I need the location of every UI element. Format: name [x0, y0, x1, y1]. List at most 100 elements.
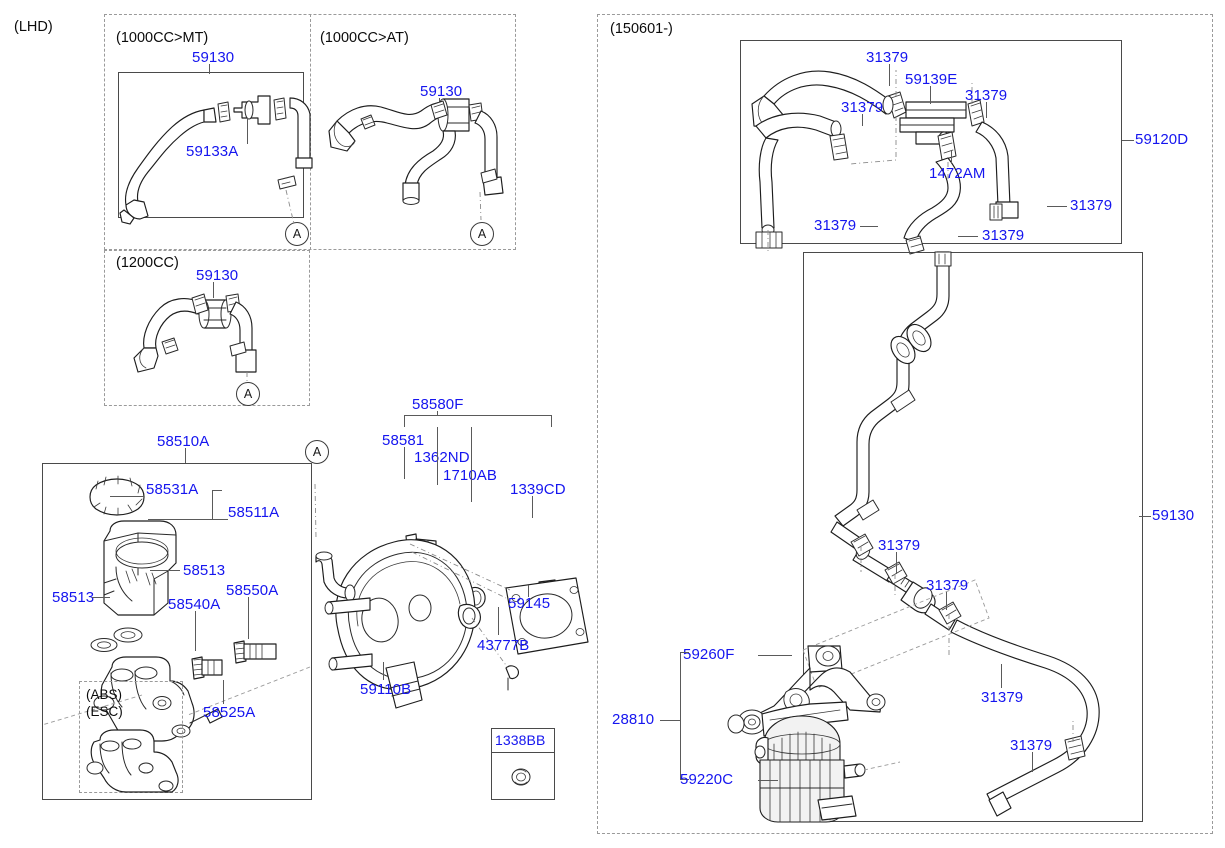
leader-59110B: [383, 662, 384, 680]
leader-58513-left: [92, 597, 110, 598]
part-number-31379-u5[interactable]: 31379: [814, 217, 857, 234]
lower-hose-art: [802, 251, 1100, 817]
leader-1362ND: [437, 427, 438, 485]
variant-frame-1200cc: [104, 250, 310, 406]
part-number-31379-u1[interactable]: 31379: [866, 49, 909, 66]
right-panel-frame: [597, 14, 1213, 834]
upper-hose-art: [751, 70, 1019, 255]
small-part-box: [491, 728, 555, 800]
part-number-1339CD[interactable]: 1339CD: [510, 481, 566, 498]
leader-59130-1200: [213, 282, 214, 298]
ref-marker-a-mt: A: [285, 222, 309, 246]
leader-58531A: [110, 496, 144, 497]
leader-59133A: [247, 118, 248, 144]
leader-31379-l1: [896, 552, 897, 574]
mt1000-hose-art: [119, 95, 313, 225]
ref-marker-a-at: A: [470, 222, 494, 246]
leader-1710AB: [471, 427, 472, 502]
leader-59260F: [758, 655, 792, 656]
right-panel-caption: (150601-): [610, 21, 673, 37]
master-cylinder-art: [41, 475, 311, 742]
booster-ref-leader: [314, 483, 317, 539]
part-number-58550A[interactable]: 58550A: [226, 582, 279, 599]
part-number-43777B[interactable]: 43777B: [477, 637, 530, 654]
part-number-31379-l1[interactable]: 31379: [878, 537, 921, 554]
abs-esc-art: [86, 729, 179, 793]
part-number-31379-l3[interactable]: 31379: [981, 689, 1024, 706]
part-number-31379-u6[interactable]: 31379: [982, 227, 1025, 244]
leader-58581: [404, 447, 405, 479]
leader-59220C: [758, 780, 778, 781]
cc1200-hose-art: [133, 293, 257, 373]
booster-art: [315, 533, 589, 709]
part-number-31379-u2[interactable]: 31379: [965, 87, 1008, 104]
part-number-31379-u3[interactable]: 31379: [841, 99, 884, 116]
leader-59120D: [1122, 140, 1134, 141]
leader-31379-u1: [889, 64, 890, 86]
part-number-59145[interactable]: 59145: [508, 595, 551, 612]
leader-59139E: [930, 86, 931, 104]
leader-31379-l4: [1032, 752, 1033, 772]
leader-31379-u4: [1047, 206, 1067, 207]
ref-marker-a-1200: A: [236, 382, 260, 406]
lower-hose-box: [803, 252, 1143, 822]
leader-58525A: [223, 680, 224, 704]
leader-28810: [660, 720, 680, 721]
esc-label: (ESC): [86, 704, 123, 719]
leader-31379-l2: [946, 592, 947, 610]
part-number-58510A[interactable]: 58510A: [157, 433, 210, 450]
part-number-1472AM[interactable]: 1472AM: [929, 165, 986, 182]
vacuum-pump-art: [727, 645, 901, 823]
part-number-58581[interactable]: 58581: [382, 432, 425, 449]
part-number-59220C[interactable]: 59220C: [680, 771, 734, 788]
master-cylinder-box: [42, 463, 312, 800]
leader-43777B: [498, 607, 499, 635]
variant-caption-at1000: (1000CC>AT): [320, 30, 409, 46]
bracket-58511A: [212, 490, 222, 520]
part-number-59260F[interactable]: 59260F: [683, 646, 735, 663]
part-number-59130-mt[interactable]: 59130: [192, 49, 235, 66]
leader-59145: [528, 585, 529, 597]
part-number-58580F[interactable]: 58580F: [412, 396, 464, 413]
leader-59130-mt: [209, 64, 210, 74]
part-number-58525A[interactable]: 58525A: [203, 704, 256, 721]
leader-1472AM: [951, 150, 952, 164]
part-number-59110B[interactable]: 59110B: [360, 681, 412, 698]
part-number-58540A[interactable]: 58540A: [168, 596, 221, 613]
bracket-58580F: [404, 415, 552, 427]
part-number-58531A[interactable]: 58531A: [146, 481, 199, 498]
abs-label: (ABS): [86, 687, 123, 702]
part-number-31379-u4[interactable]: 31379: [1070, 197, 1113, 214]
part-number-59130-1200[interactable]: 59130: [196, 267, 239, 284]
part-number-31379-l2[interactable]: 31379: [926, 577, 969, 594]
leader-58540A: [195, 611, 196, 651]
at1000-ref-leader: [479, 191, 482, 221]
part-number-59130-right[interactable]: 59130: [1152, 507, 1195, 524]
grommet-art: [511, 768, 531, 786]
part-number-1362ND[interactable]: 1362ND: [414, 449, 470, 466]
part-number-58513-right[interactable]: 58513: [183, 562, 226, 579]
leader-58511A: [222, 519, 228, 520]
leader-1339CD: [532, 496, 533, 518]
leader-58580F-stub: [437, 411, 438, 415]
part-number-58513-left[interactable]: 58513: [52, 589, 95, 606]
part-number-58511A[interactable]: 58511A: [228, 504, 280, 521]
leader-58550A: [248, 597, 249, 639]
part-number-59139E[interactable]: 59139E: [905, 71, 958, 88]
leader-31379-u5: [860, 226, 878, 227]
leader-58510A: [185, 448, 186, 463]
part-number-59133A[interactable]: 59133A: [186, 143, 239, 160]
small-part-box-divider: [491, 752, 555, 753]
leader-58511A-in: [148, 519, 212, 520]
part-number-59130-at[interactable]: 59130: [420, 83, 463, 100]
part-number-59120D[interactable]: 59120D: [1135, 131, 1189, 148]
leader-31379-u3: [862, 114, 863, 126]
leader-31379-l3: [1001, 664, 1002, 688]
bracket-28810: [680, 652, 689, 780]
part-number-31379-l4[interactable]: 31379: [1010, 737, 1053, 754]
part-number-28810[interactable]: 28810: [612, 711, 655, 728]
leader-31379-u2: [986, 102, 987, 118]
part-number-1338BB[interactable]: 1338BB: [495, 732, 546, 748]
part-number-1710AB[interactable]: 1710AB: [443, 467, 497, 484]
